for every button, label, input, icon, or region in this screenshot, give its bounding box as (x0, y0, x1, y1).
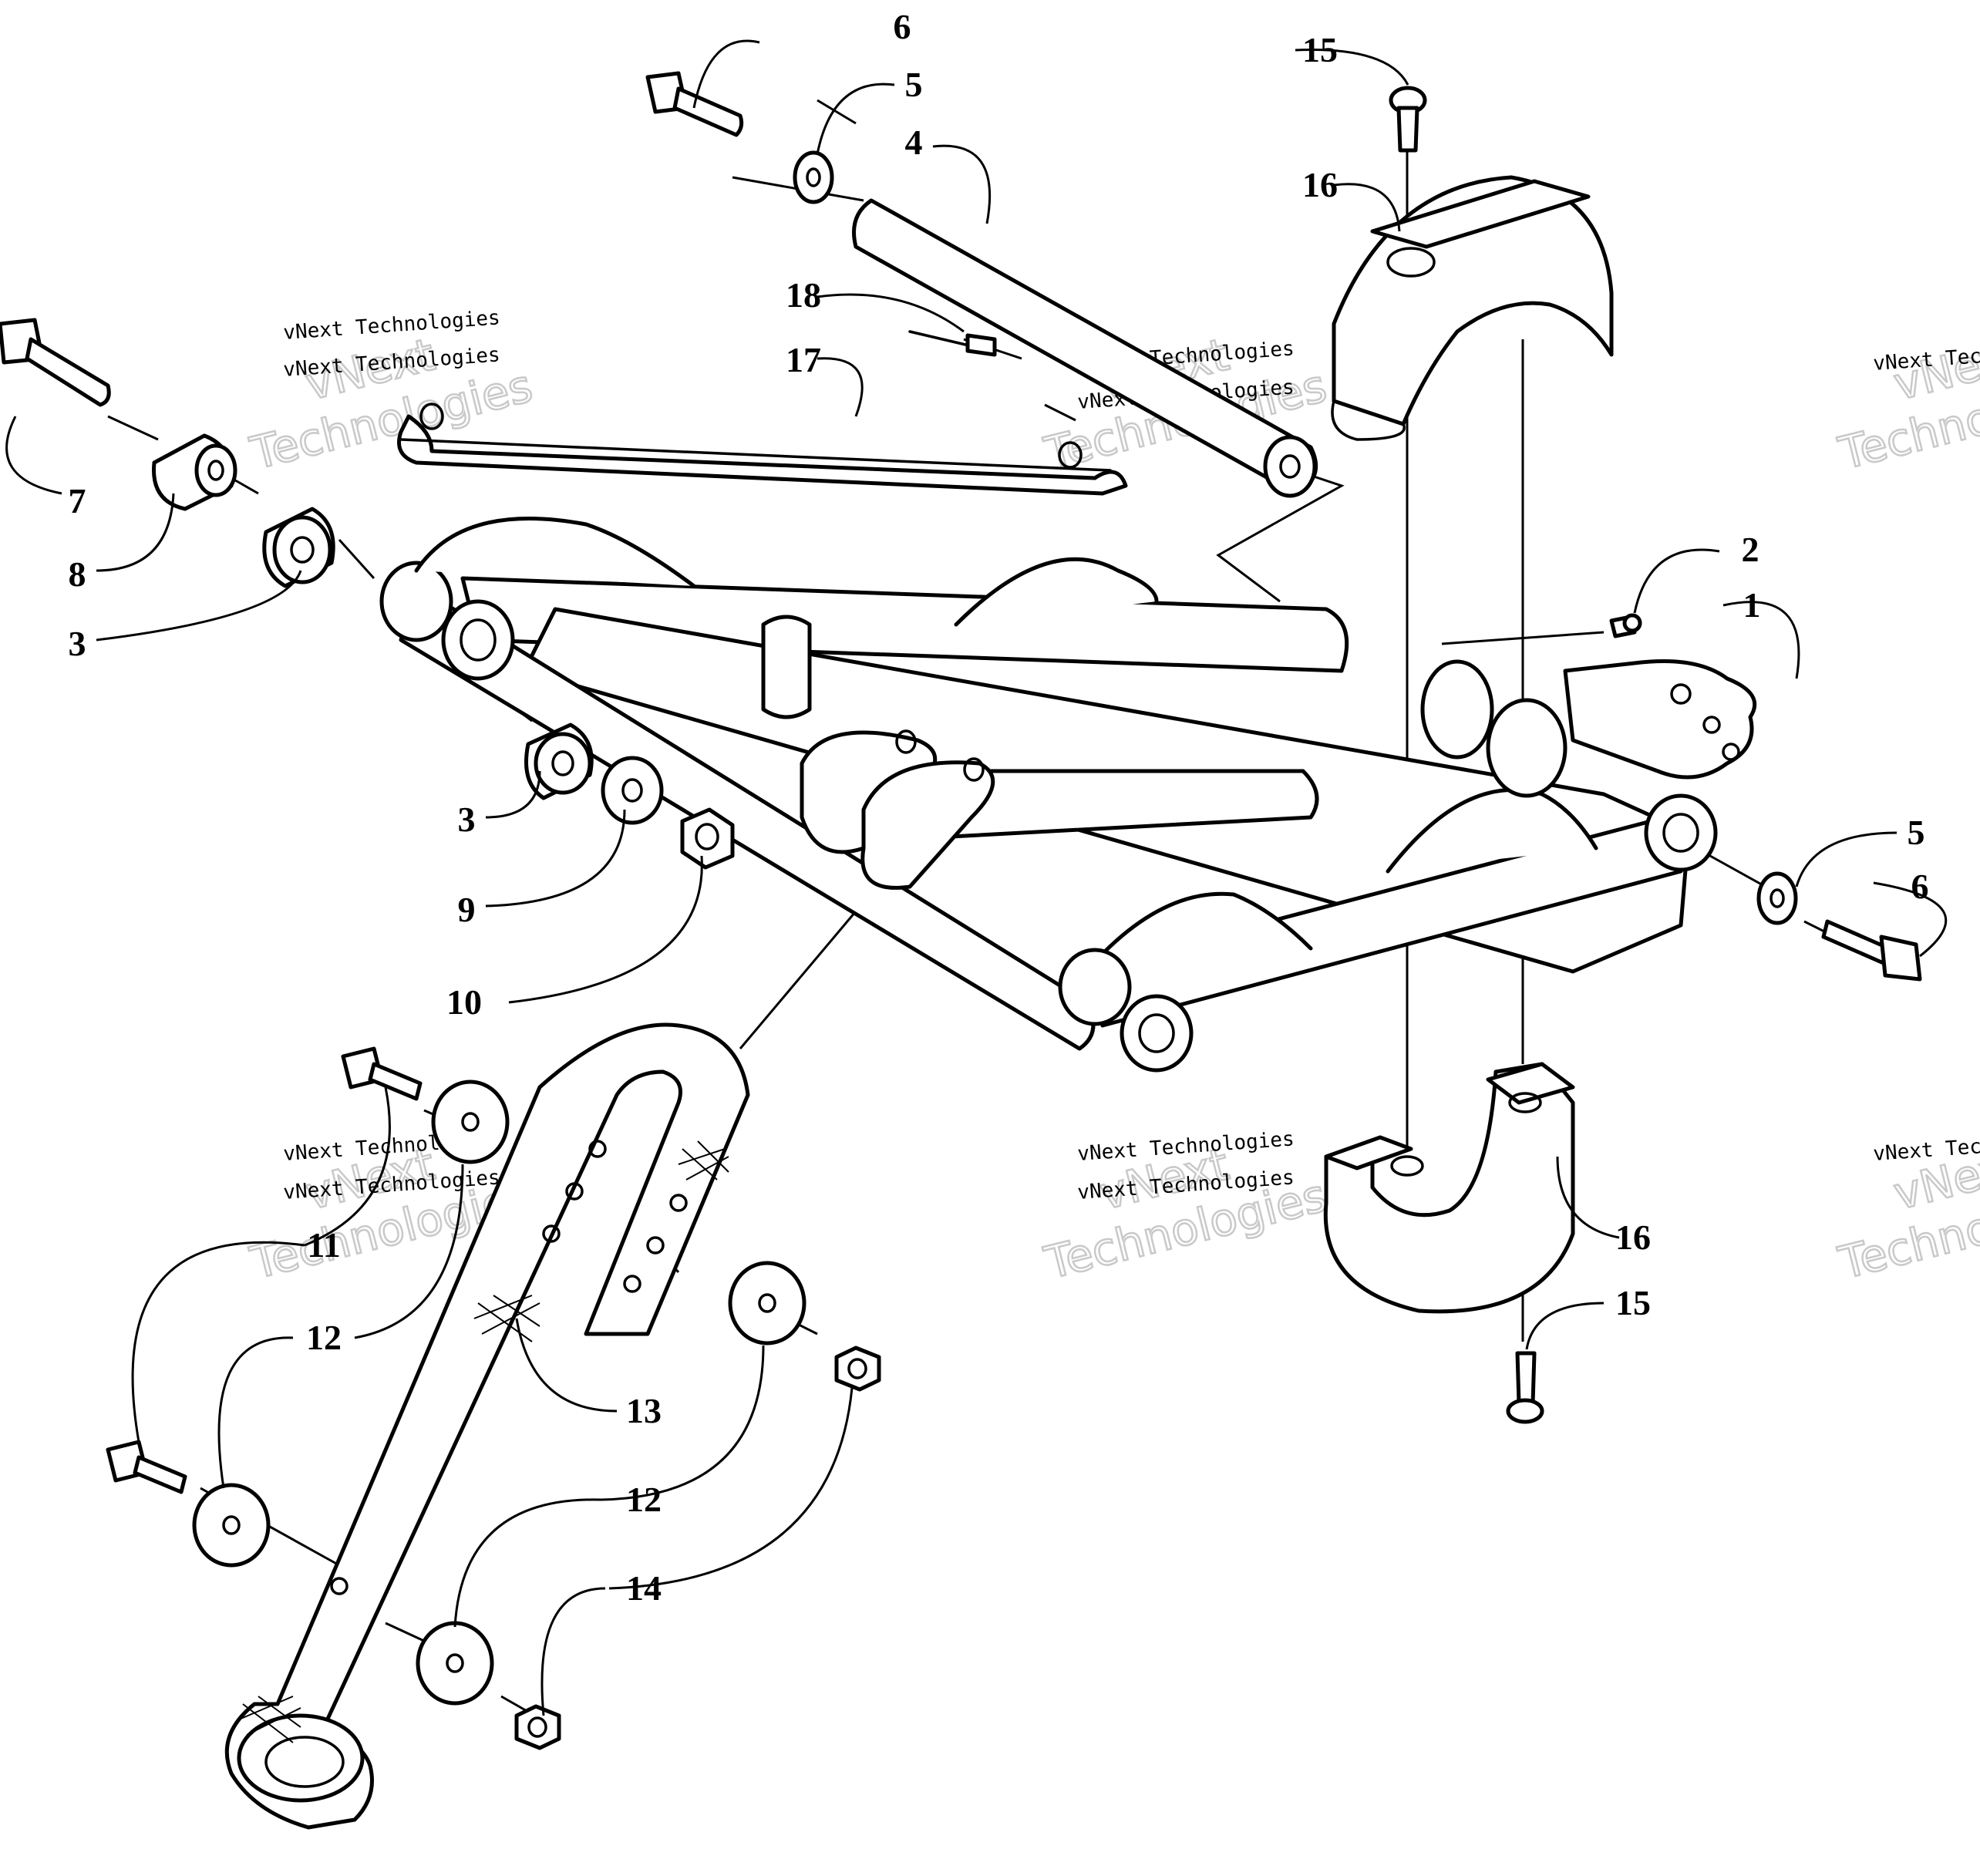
washer-12-b (192, 1483, 271, 1568)
callout-11: 11 (307, 1225, 340, 1265)
main-frame (379, 517, 1757, 1073)
bolt-7 (0, 318, 111, 407)
callout-3-upper: 3 (69, 624, 86, 663)
callout-12-upper: 12 (306, 1318, 342, 1357)
callout-16-upper: 16 (1302, 165, 1338, 204)
flange-nut-14-lower (514, 1704, 561, 1750)
bolt-11-upper (341, 1046, 423, 1101)
washer-12-d (416, 1621, 494, 1706)
shaft-4 (852, 198, 1318, 498)
bolt-6-lower (1821, 919, 1922, 982)
lock-washer-5-lower (1756, 871, 1798, 925)
flange-nut-14-upper (834, 1346, 881, 1392)
bolt-6-upper (645, 71, 744, 137)
callout-5-lower: 5 (1908, 813, 1925, 852)
callout-15-upper: 15 (1302, 30, 1338, 69)
callout-16-lower: 16 (1615, 1218, 1651, 1257)
callout-2: 2 (1742, 530, 1759, 569)
callout-17: 17 (786, 340, 821, 379)
callout-4: 4 (905, 123, 923, 162)
nut-10 (680, 807, 735, 870)
rod-17 (397, 402, 1128, 496)
callout-3-lower: 3 (458, 800, 476, 839)
callout-8: 8 (69, 554, 86, 594)
callout-1: 1 (1743, 585, 1761, 625)
callout-9: 9 (458, 890, 476, 929)
callout-14: 14 (626, 1568, 662, 1608)
saddle-block-16-lower (1323, 1062, 1575, 1314)
callout-10: 10 (446, 982, 482, 1022)
saddle-block-16-upper (1331, 175, 1614, 441)
strap-link-13 (224, 1022, 750, 1830)
callout-6-upper: 6 (894, 7, 911, 46)
screw-15-upper (1389, 86, 1427, 153)
callout-7: 7 (69, 481, 86, 520)
bushing-3-lower (524, 722, 594, 800)
callout-5-upper: 5 (905, 65, 923, 104)
lock-washer-5-upper (793, 150, 834, 204)
callout-labels: 6 5 4 18 17 15 16 2 1 7 8 3 3 9 10 5 6 1… (69, 7, 1929, 1608)
callout-leaders (5, 39, 1948, 1716)
rivet-18 (908, 330, 997, 357)
grease-fitting-2 (1609, 613, 1642, 638)
bushing-3-upper (262, 507, 335, 588)
callout-13: 13 (626, 1391, 662, 1430)
callout-12-lower: 12 (626, 1480, 662, 1519)
bolt-11-lower (106, 1440, 187, 1494)
screw-15-lower (1506, 1351, 1544, 1424)
washer-12-c (728, 1261, 806, 1346)
washer-12-a (431, 1079, 510, 1164)
callout-6-lower: 6 (1911, 867, 1929, 906)
washer-9 (601, 756, 664, 825)
spacer-8 (152, 433, 237, 511)
callout-18: 18 (786, 275, 821, 315)
callout-15-lower: 15 (1615, 1283, 1651, 1322)
